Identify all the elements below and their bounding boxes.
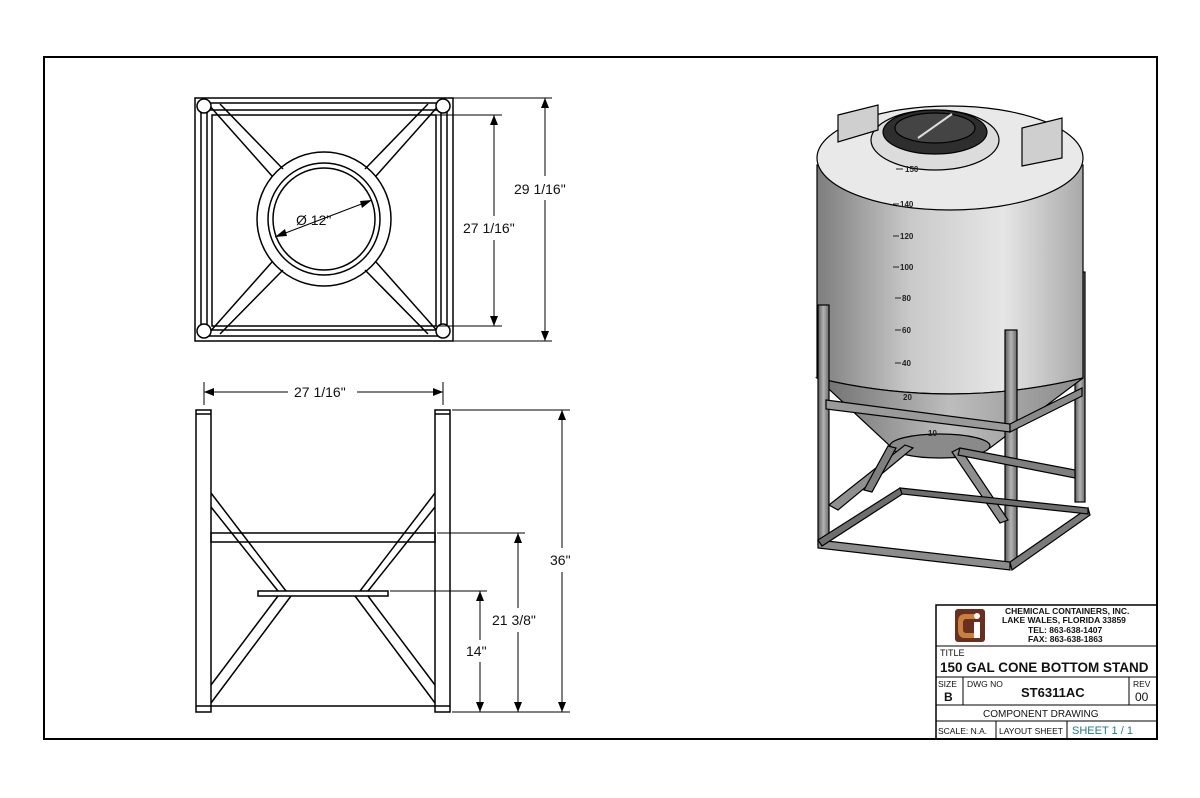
top-view: [194, 97, 454, 342]
dwg-label: DWG NO: [967, 679, 1003, 689]
company-tel: TEL: 863-638-1407: [1028, 625, 1102, 635]
top-dimension-lines: [436, 97, 552, 342]
sheet-border: [43, 56, 1158, 740]
tank-marking: 40: [902, 359, 911, 368]
company-fax: FAX: 863-638-1863: [1028, 634, 1103, 644]
front-height-dim-label: 36": [550, 552, 571, 568]
size-label: SIZE: [938, 679, 957, 689]
upper-bar-dim-label: 21 3/8": [492, 612, 536, 628]
drawing-description: COMPONENT DRAWING: [983, 709, 1099, 720]
company-info: CHEMICAL CONTAINERS, INC. LAKE WALES, FL…: [1002, 606, 1129, 644]
top-outer-dim-label: 29 1/16": [514, 181, 566, 197]
title-block: [935, 604, 1158, 740]
tank-marking: 100: [900, 263, 914, 272]
sheet-number: SHEET 1 / 1: [1072, 725, 1133, 737]
title-label: TITLE: [940, 648, 965, 658]
isometric-tank-render: [814, 104, 1091, 571]
company-name: CHEMICAL CONTAINERS, INC.: [1005, 606, 1129, 616]
scale-label: SCALE: N.A.: [938, 726, 987, 736]
lower-bar-dim-label: 14": [466, 643, 487, 659]
front-dimension-lines: [203, 382, 570, 713]
front-dimension-arrows: [204, 388, 566, 712]
top-dimension-arrows: [490, 98, 549, 341]
front-width-dim-label: 27 1/16": [294, 384, 346, 400]
dwg-number: ST6311AC: [1021, 685, 1085, 700]
tank-marking: 150: [905, 165, 919, 174]
top-diameter-label: Ø 12": [296, 212, 331, 228]
tank-marking: 140: [900, 200, 914, 209]
layout-label: LAYOUT SHEET: [999, 726, 1063, 736]
company-address: LAKE WALES, FLORIDA 33859: [1002, 615, 1126, 625]
company-logo: [955, 609, 985, 642]
tank-marking: 60: [902, 326, 911, 335]
tank-tick-marks: [893, 168, 903, 364]
rev-value: 00: [1135, 690, 1149, 704]
top-inner-dim-label: 27 1/16": [463, 220, 515, 236]
tank-marking: 120: [900, 232, 914, 241]
tank-markings: 150 140 120 100 80 60 40 20 10: [900, 165, 937, 438]
size-value: B: [944, 690, 953, 704]
tank-marking: 10: [928, 429, 937, 438]
tank-marking: 80: [902, 294, 911, 303]
tank-marking: 20: [903, 393, 912, 402]
drawing-title: 150 GAL CONE BOTTOM STAND: [940, 660, 1149, 675]
rev-label: REV: [1133, 679, 1151, 689]
front-view: [195, 409, 451, 713]
